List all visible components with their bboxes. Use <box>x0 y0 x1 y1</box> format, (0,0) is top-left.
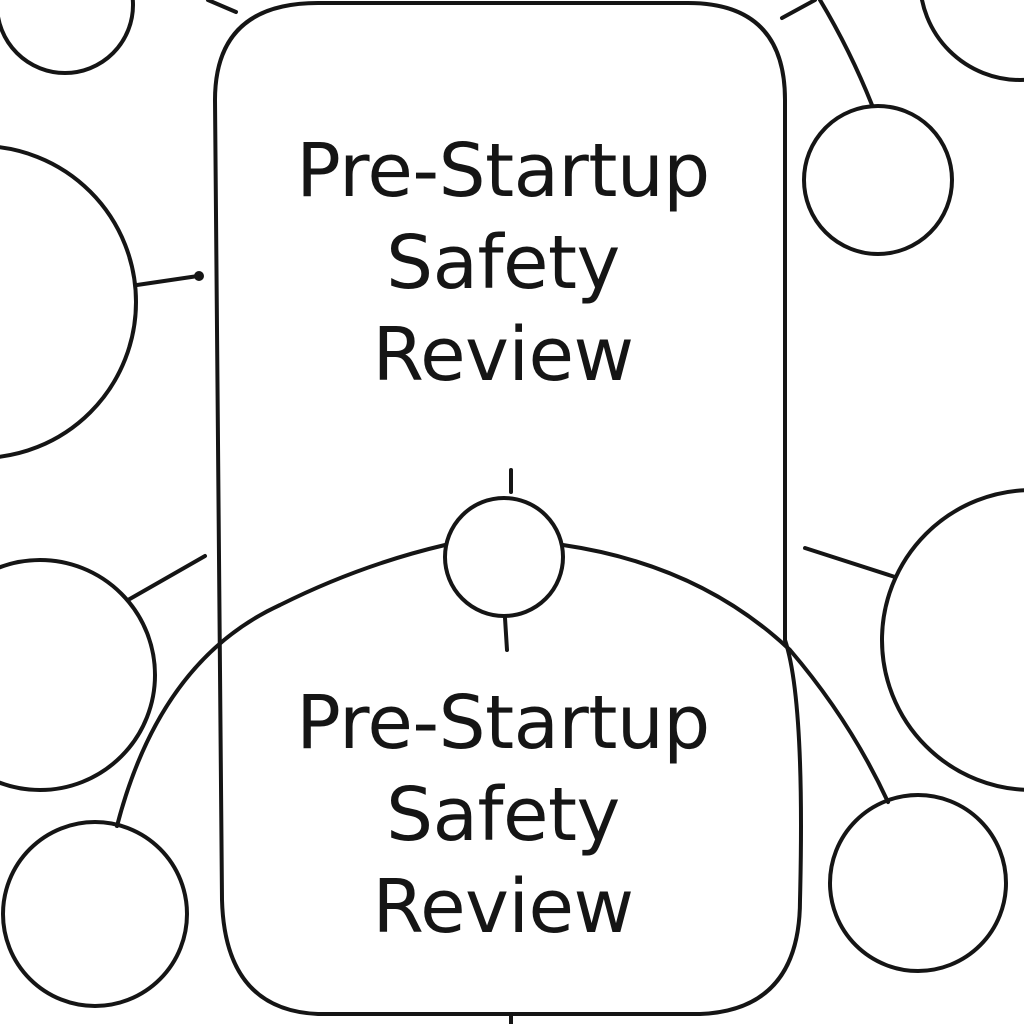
node-circle-left-middle <box>0 558 157 792</box>
connector-left-middle <box>126 554 207 602</box>
title-bottom-line-2: Safety <box>386 772 620 858</box>
hub-circle <box>443 496 565 618</box>
title-top-line-2: Safety <box>386 220 620 306</box>
connector-top-right-tick <box>780 0 817 20</box>
central-box-title-top: Pre-Startup Safety Review <box>218 125 788 401</box>
connector-arc <box>115 543 890 828</box>
connector-top-left <box>206 0 238 14</box>
title-bottom-line-1: Pre-Startup <box>296 680 710 766</box>
node-circle-right-large <box>880 488 1024 792</box>
node-circle-top-left <box>0 0 135 75</box>
node-circle-bottom-right <box>828 793 1008 973</box>
hub-tick-bottom <box>503 616 509 652</box>
title-bottom-line-3: Review <box>372 864 634 950</box>
node-circle-bottom-left <box>1 820 189 1008</box>
central-box <box>213 1 803 1016</box>
connector-top-right <box>818 0 874 107</box>
title-top-line-1: Pre-Startup <box>296 128 710 214</box>
connector-right-large <box>803 546 897 579</box>
node-circle-top-right <box>920 0 1024 82</box>
node-circle-right-upper <box>802 104 954 256</box>
central-box-title-bottom: Pre-Startup Safety Review <box>218 677 788 953</box>
connector-left-large <box>135 274 200 287</box>
title-top-line-3: Review <box>372 312 634 398</box>
connector-left-dot <box>194 271 204 281</box>
node-circle-left-large <box>0 145 138 459</box>
